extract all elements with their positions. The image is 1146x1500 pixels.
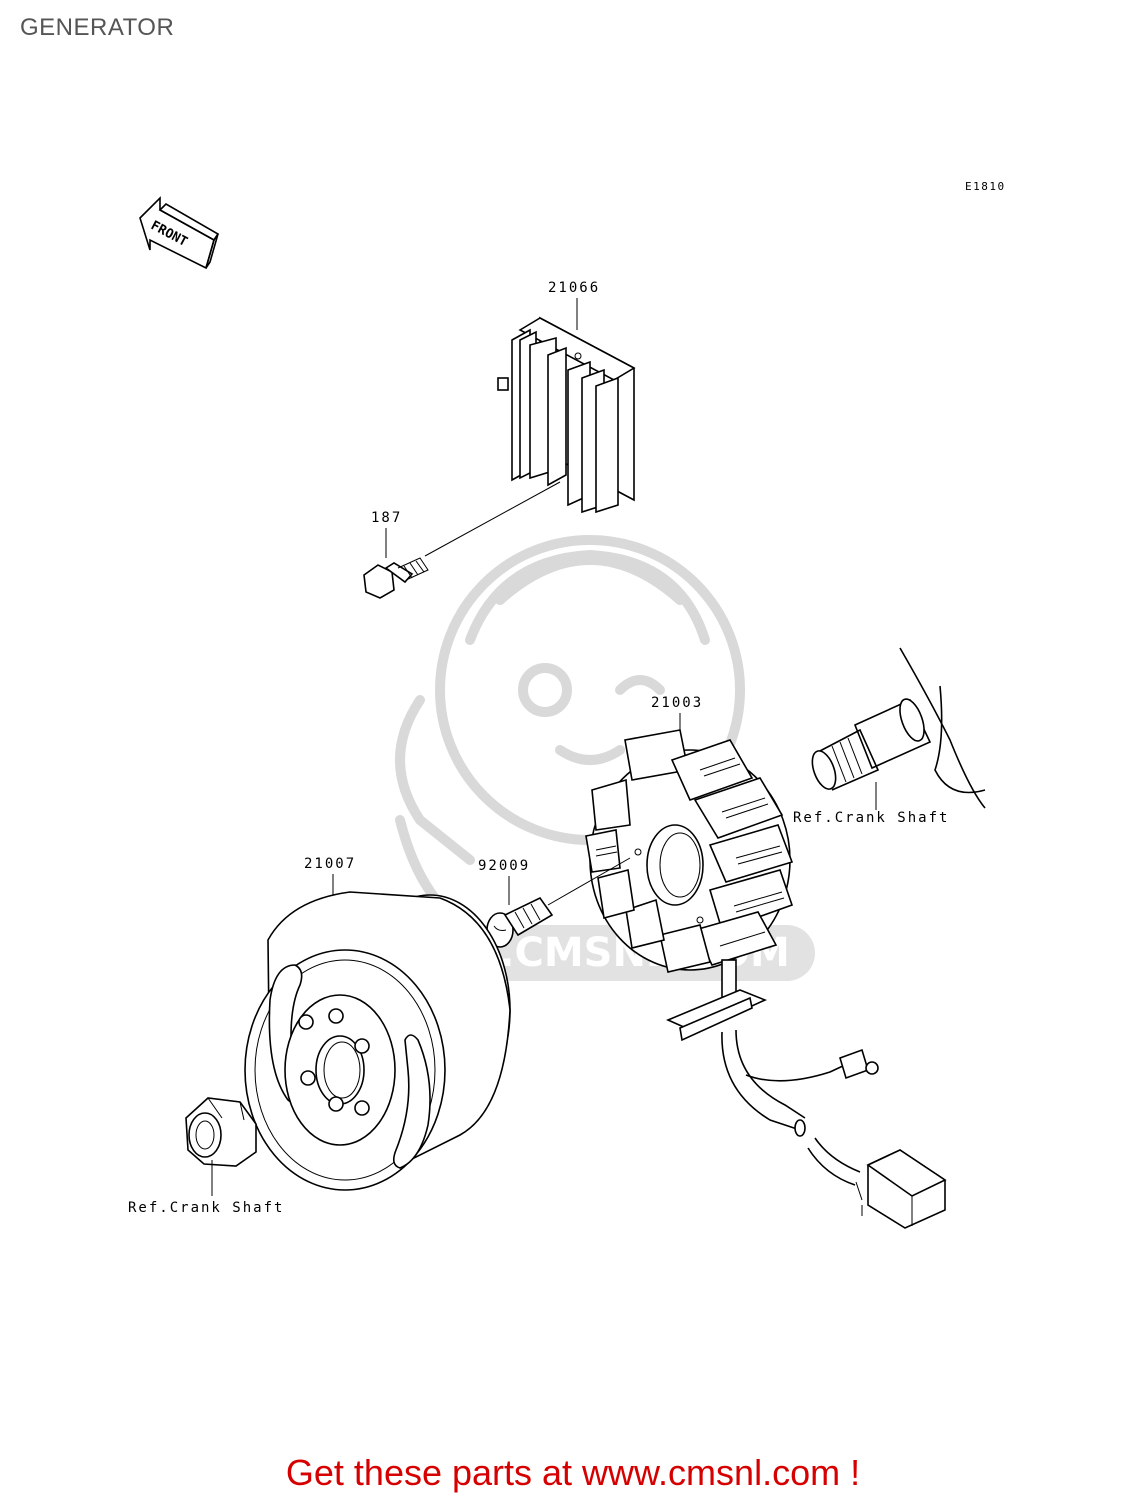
crank-shaft-left: Ref.Crank Shaft bbox=[128, 1097, 284, 1216]
part-21066-regulator[interactable]: 21066 bbox=[497, 280, 636, 514]
page-title: GENERATOR bbox=[20, 14, 175, 41]
part-number-21066: 21066 bbox=[548, 280, 600, 296]
ref-crank-shaft-left: Ref.Crank Shaft bbox=[128, 1200, 284, 1216]
part-187-bolt[interactable]: 187 bbox=[363, 481, 561, 599]
part-number-21007: 21007 bbox=[304, 856, 356, 872]
crank-shaft-right: Ref.Crank Shaft bbox=[793, 647, 986, 826]
part-number-21003: 21003 bbox=[651, 695, 703, 711]
ref-crank-shaft-right: Ref.Crank Shaft bbox=[793, 810, 949, 826]
part-number-187: 187 bbox=[371, 510, 402, 526]
drawing-code: E1810 bbox=[965, 180, 1006, 193]
front-direction-icon: FRONT bbox=[139, 196, 220, 270]
part-21003-stator[interactable]: 21003 bbox=[585, 695, 947, 1229]
part-number-92009: 92009 bbox=[478, 858, 530, 874]
part-21007-flywheel[interactable]: 21007 bbox=[244, 856, 511, 1191]
cta-link[interactable]: Get these parts at www.cmsnl.com ! bbox=[285, 1452, 861, 1493]
